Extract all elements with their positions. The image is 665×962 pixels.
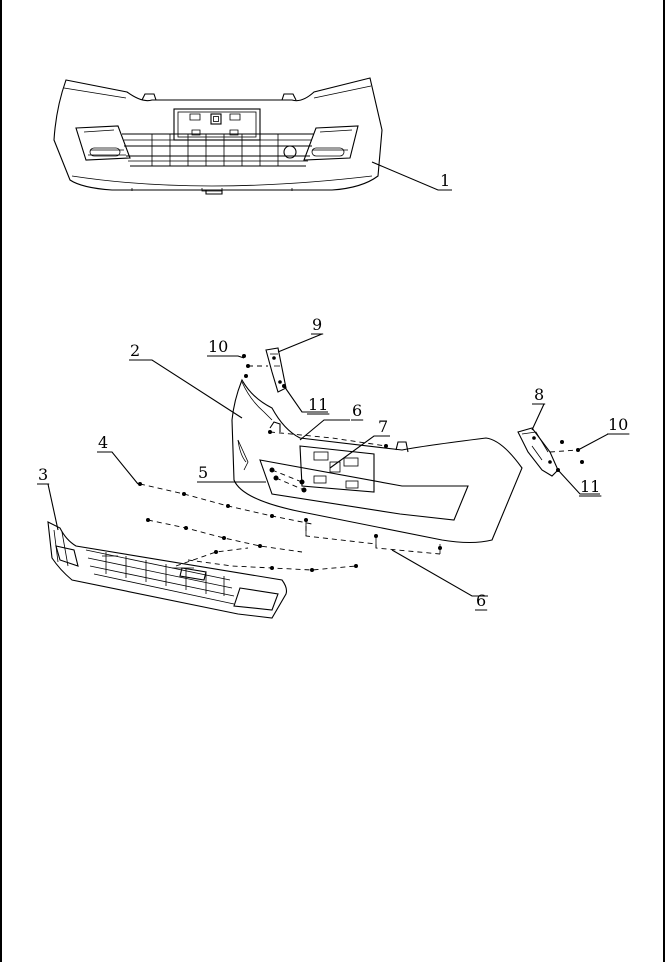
callout-9: 9	[312, 315, 322, 334]
callout-1: 1	[440, 171, 450, 190]
bumper-assembly-front-view	[53, 77, 452, 195]
callout-8: 8	[534, 385, 544, 404]
callout-7: 7	[378, 417, 388, 436]
bolts-right	[549, 433, 628, 464]
right-side-bracket	[517, 403, 559, 477]
callout-4: 4	[98, 433, 108, 452]
callout-3: 3	[38, 465, 48, 484]
callout-5: 5	[198, 463, 208, 482]
callout-11-left: 11	[308, 395, 328, 414]
callout-10-left: 10	[208, 337, 228, 356]
bolts-left	[208, 354, 268, 378]
callout-2: 2	[130, 341, 140, 360]
callout-10-right: 10	[608, 415, 628, 434]
callout-6-upper: 6	[352, 401, 362, 420]
fastener-set-upper	[98, 451, 358, 572]
nuts-left	[282, 384, 328, 413]
lower-grille	[38, 483, 288, 619]
callout-6-lower: 6	[476, 591, 486, 610]
left-side-bracket	[265, 333, 323, 393]
bumper-shell	[130, 359, 523, 544]
nuts-right	[556, 468, 600, 495]
callout-11-right: 11	[580, 477, 600, 496]
screws-upper	[268, 419, 388, 448]
clips-set	[198, 467, 307, 493]
screws-lower	[304, 518, 488, 597]
